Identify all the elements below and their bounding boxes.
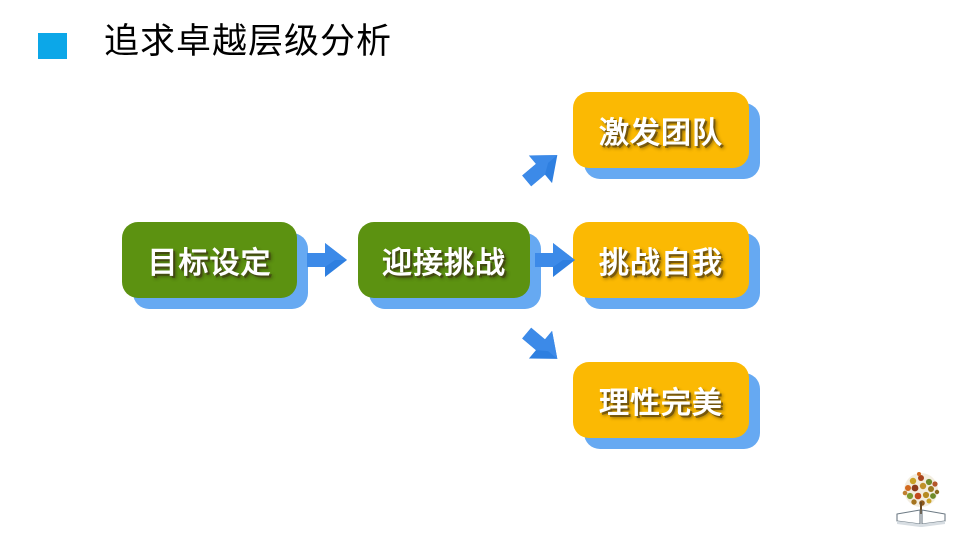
arrow-down-right-icon-challenge-to-perfect <box>518 323 566 369</box>
flow-node-challenge[interactable]: 迎接挑战 <box>358 222 541 309</box>
node-label: 挑战自我 <box>599 246 723 281</box>
flow-node-perfect[interactable]: 理性完美 <box>573 362 760 449</box>
flow-node-self[interactable]: 挑战自我 <box>573 222 760 309</box>
node-face: 目标设定 <box>122 222 297 298</box>
node-face: 挑战自我 <box>573 222 749 298</box>
node-label: 激发团队 <box>599 116 723 151</box>
flow-node-goal[interactable]: 目标设定 <box>122 222 308 309</box>
flow-node-team[interactable]: 激发团队 <box>573 92 760 179</box>
node-label: 理性完美 <box>599 386 723 421</box>
blue-square-bullet-icon <box>38 33 67 59</box>
node-face: 理性完美 <box>573 362 749 438</box>
arrow-up-right-icon-challenge-to-team <box>518 145 566 191</box>
node-face: 激发团队 <box>573 92 749 168</box>
arrow-right-icon-challenge-to-self <box>533 240 577 280</box>
page-title: 追求卓越层级分析 <box>104 22 393 62</box>
slide-title-row: 追求卓越层级分析 <box>0 0 953 90</box>
node-face: 迎接挑战 <box>358 222 530 298</box>
arrow-right-icon-goal-to-challenge <box>305 240 349 280</box>
node-label: 目标设定 <box>147 246 272 281</box>
book-tree-logo-icon <box>893 468 949 528</box>
node-label: 迎接挑战 <box>382 246 506 281</box>
